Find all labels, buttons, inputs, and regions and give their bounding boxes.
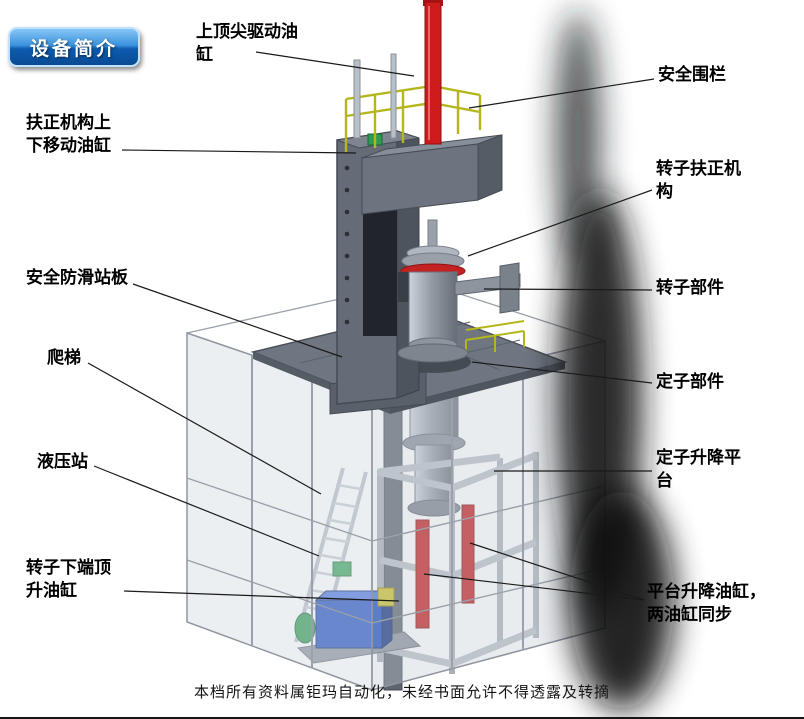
hydraulic-station-graphic — [294, 561, 422, 664]
head-assembly — [361, 133, 503, 215]
leader-platform-cylinder-a — [469, 542, 645, 601]
label-safety-fence: 安全围栏 — [658, 65, 726, 84]
label-stator-component: 定子部件 — [656, 372, 724, 391]
label-rotor-component: 转子部件 — [656, 278, 724, 297]
leader-platform-cylinder-b — [423, 573, 645, 601]
label-rotor-jack-cylinder: 转子下端顶升油缸 — [26, 558, 111, 601]
title-badge: 设备简介 — [8, 27, 140, 67]
leader-top-drive-cylinder — [255, 51, 415, 77]
leader-centering-lift-cylinder — [121, 149, 357, 154]
leader-lines — [87, 51, 655, 602]
safety-cage — [186, 331, 606, 692]
deck-railing — [465, 320, 525, 356]
shadow-smudge — [556, 10, 674, 710]
leader-hydraulic-station — [93, 465, 320, 557]
label-top-drive-cylinder: 上顶尖驱动油缸 — [196, 22, 298, 65]
label-antislip-platform: 安全防滑站板 — [26, 268, 128, 287]
rotor-centering-arm — [454, 262, 521, 314]
leader-stator-component — [471, 361, 653, 384]
label-rotor-centering: 转子扶正机构 — [656, 159, 741, 202]
footer-disclaimer: 本档所有资料属钜玛自动化，未经书面允许不得透露及转摘 — [193, 684, 610, 701]
label-centering-lift-cylinder: 扶正机构上下移动油缸 — [26, 113, 111, 156]
bottom-rule — [0, 717, 804, 719]
leader-safety-fence — [468, 78, 655, 109]
leader-ladder — [87, 362, 322, 495]
leader-rotor-jack-cylinder — [123, 590, 400, 602]
leader-rotor-component — [483, 288, 653, 291]
label-platform-lift-cylinders: 平台升降油缸，两油缸同步 — [647, 582, 766, 625]
label-ladder: 爬梯 — [47, 348, 81, 367]
leader-antislip-platform — [132, 283, 343, 358]
label-hydraulic-station: 液压站 — [37, 452, 88, 471]
label-stator-lift-platform: 定子升降平台 — [656, 448, 741, 491]
rotor-assembly — [397, 219, 521, 363]
motor-graphic — [294, 612, 316, 644]
top-drive-cylinder-graphic — [353, 0, 443, 145]
leader-rotor-centering — [467, 189, 653, 257]
